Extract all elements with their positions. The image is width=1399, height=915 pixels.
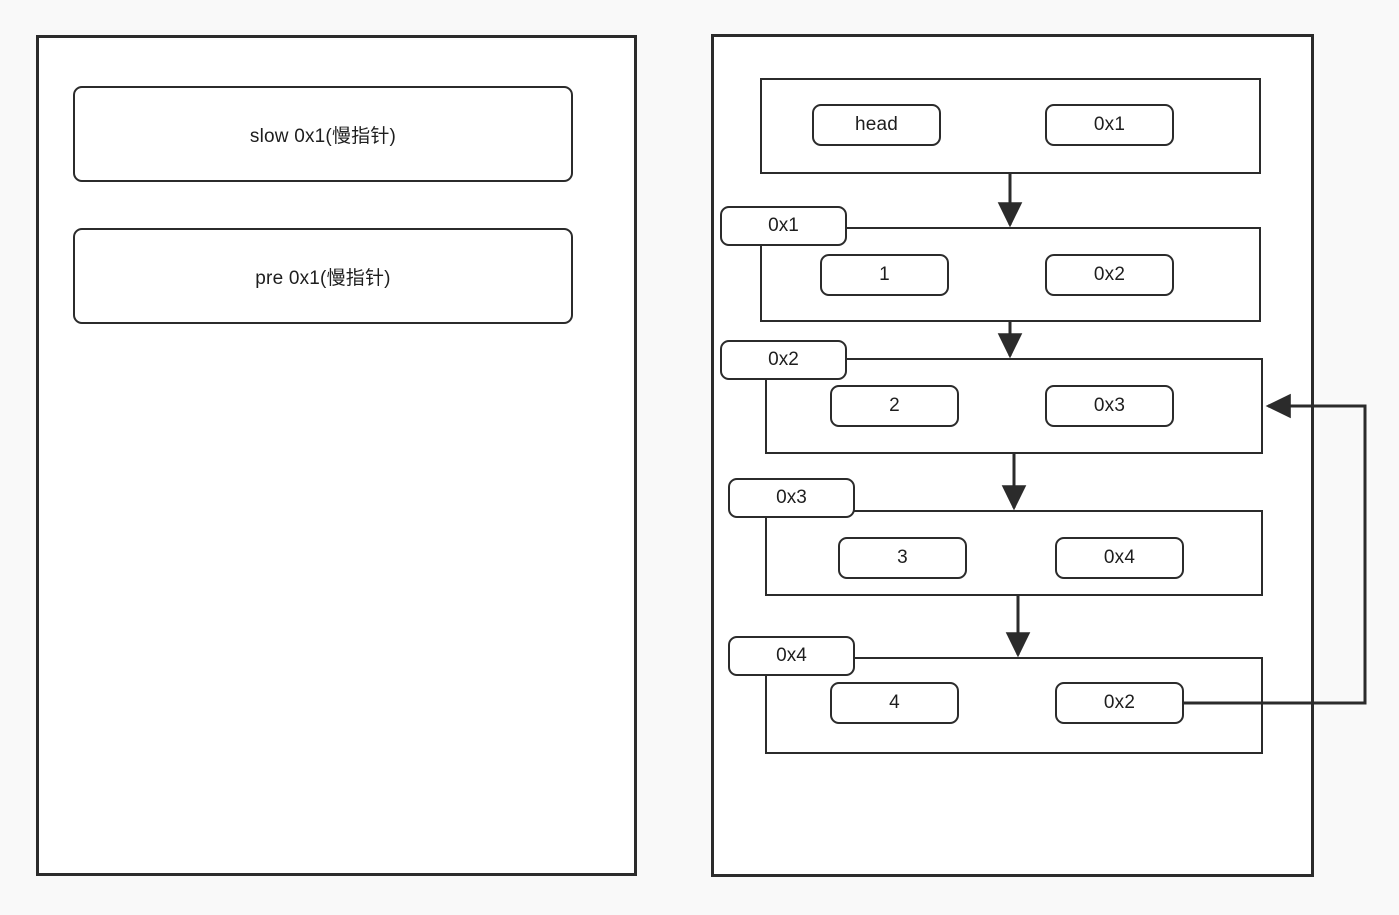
slow-pointer-label: slow 0x1(慢指针) [249, 125, 397, 147]
address-tab-0x1[interactable]: 0x1 [720, 206, 847, 246]
address-tab-0x2-text: 0x2 [768, 349, 799, 370]
value-cell-0x4-text: 4 [889, 692, 900, 713]
value-cell-0x3-text: 3 [897, 547, 908, 568]
slow-pointer-box[interactable]: slow 0x1(慢指针) [73, 86, 573, 182]
head-pointer-text: 0x1 [1093, 114, 1126, 135]
pre-pointer-label: pre 0x1(慢指针) [255, 267, 391, 289]
head-label-text: head [854, 114, 899, 135]
value-cell-0x2[interactable]: 2 [830, 385, 959, 427]
address-tab-0x3[interactable]: 0x3 [728, 478, 855, 518]
head-label-cell[interactable]: head [812, 104, 941, 146]
head-pointer-cell[interactable]: 0x1 [1045, 104, 1174, 146]
value-cell-0x1[interactable]: 1 [820, 254, 949, 296]
next-cell-0x4-text: 0x2 [1103, 692, 1136, 713]
address-tab-0x1-text: 0x1 [768, 215, 799, 236]
value-cell-0x2-text: 2 [889, 395, 900, 416]
next-cell-0x4[interactable]: 0x2 [1055, 682, 1184, 724]
address-tab-0x3-text: 0x3 [776, 487, 807, 508]
value-cell-0x1-text: 1 [879, 264, 890, 285]
pre-pointer-box[interactable]: pre 0x1(慢指针) [73, 228, 573, 324]
next-cell-0x1-text: 0x2 [1093, 264, 1126, 285]
address-tab-0x2[interactable]: 0x2 [720, 340, 847, 380]
address-tab-0x4[interactable]: 0x4 [728, 636, 855, 676]
next-cell-0x3-text: 0x4 [1103, 547, 1136, 568]
value-cell-0x4[interactable]: 4 [830, 682, 959, 724]
address-tab-0x4-text: 0x4 [776, 645, 807, 666]
next-cell-0x2[interactable]: 0x3 [1045, 385, 1174, 427]
value-cell-0x3[interactable]: 3 [838, 537, 967, 579]
next-cell-0x1[interactable]: 0x2 [1045, 254, 1174, 296]
next-cell-0x2-text: 0x3 [1093, 395, 1126, 416]
next-cell-0x3[interactable]: 0x4 [1055, 537, 1184, 579]
